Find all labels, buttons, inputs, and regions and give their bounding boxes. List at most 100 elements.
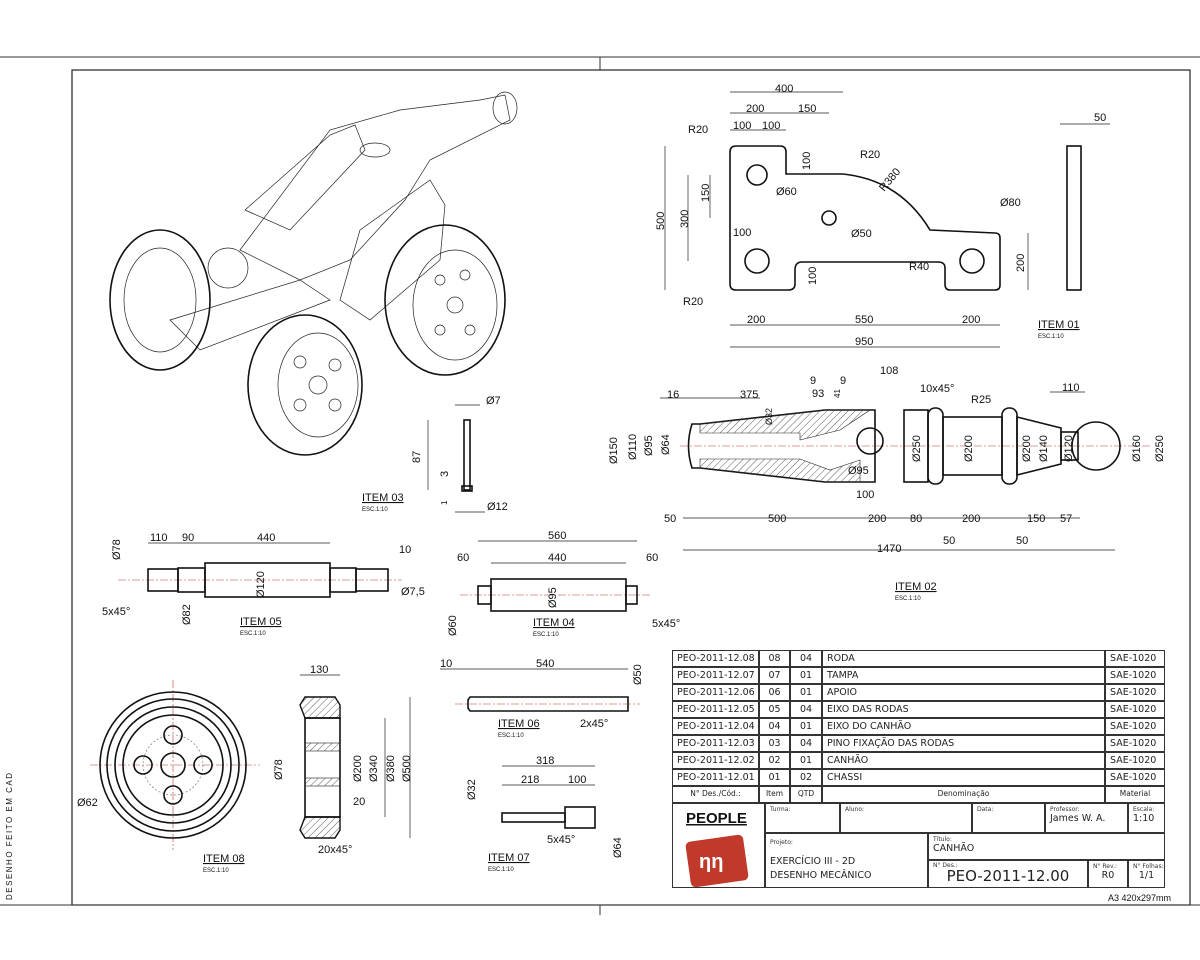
dim: Ø7,5 [401, 586, 425, 598]
dim: 57 [1060, 513, 1072, 525]
dim: Ø200 [352, 755, 364, 782]
dim: Ø120 [1063, 435, 1075, 462]
item-scale: ESC.1:10 [1038, 334, 1064, 340]
dim: Ø250 [1154, 435, 1166, 462]
dim: Ø32 [764, 408, 774, 425]
dim: 440 [548, 552, 566, 564]
item-label: ITEM 03 [362, 492, 404, 504]
logo-cell [672, 803, 765, 888]
cell-item: 05 [759, 701, 790, 718]
item-05-wheel-axle: 110 90 440 10 Ø78 Ø120 Ø7,5 5x45° Ø82 IT… [102, 532, 425, 637]
cell-codigo: PEO-2011-12.07 [672, 667, 759, 684]
dim: Ø140 [1038, 435, 1050, 462]
item-03-pin: Ø7 87 3 1 Ø12 ITEM 03 ESC.1:10 [362, 395, 508, 513]
cell-denominacao: EIXO DO CANHÃO [822, 718, 1105, 735]
cell-denominacao: EIXO DAS RODAS [822, 701, 1105, 718]
item-04-cannon-axle: 560 60 440 60 Ø95 Ø60 5x45° ITEM 04 ESC.… [447, 530, 680, 638]
dim: 150 [700, 184, 712, 202]
titulo-field: Título:CANHÃO [928, 833, 1165, 860]
dim: 200 [962, 314, 980, 326]
dim: 110 [150, 532, 168, 544]
item-02-cannon-barrel: 16 375 9 93 9 41 108 10x45° R25 110 Ø150… [608, 365, 1166, 602]
cell-qtd: 01 [790, 684, 822, 701]
cell-material: SAE-1020 [1105, 684, 1165, 701]
dim: Ø7 [486, 395, 501, 407]
dim: 540 [536, 658, 554, 670]
cell-material: SAE-1020 [1105, 667, 1165, 684]
cell-codigo: PEO-2011-12.04 [672, 718, 759, 735]
dim: Ø80 [1000, 197, 1021, 209]
dim: Ø50 [851, 228, 872, 240]
cell-codigo: PEO-2011-12.02 [672, 752, 759, 769]
cell-codigo: PEO-2011-12.06 [672, 684, 759, 701]
cell-material: SAE-1020 [1105, 718, 1165, 735]
cell-denominacao: RODA [822, 650, 1105, 667]
item-label: ITEM 01 [1038, 319, 1080, 331]
dim: 87 [411, 451, 423, 463]
cell-material: SAE-1020 [1105, 769, 1165, 786]
cell-qtd: 04 [790, 650, 822, 667]
dim: 318 [536, 755, 554, 767]
dim: R20 [688, 124, 708, 136]
dim: 440 [257, 532, 275, 544]
dim: 100 [801, 152, 813, 170]
dim: 2x45° [580, 718, 608, 730]
dim: 375 [740, 389, 758, 401]
item-scale: ESC.1:10 [362, 507, 388, 513]
item-scale: ESC.1:10 [533, 632, 559, 638]
cell-material: SAE-1020 [1105, 752, 1165, 769]
professor-field: Professor:James W. A. [1045, 803, 1128, 833]
dim: 150 [798, 103, 816, 115]
dim: 5x45° [547, 834, 575, 846]
dim: 100 [733, 120, 751, 132]
cell-codigo: PEO-2011-12.08 [672, 650, 759, 667]
cell-item: 06 [759, 684, 790, 701]
dim: R40 [909, 261, 929, 273]
dim: 100 [568, 774, 586, 786]
cell-qtd: 02 [790, 769, 822, 786]
dim: 400 [775, 83, 793, 95]
cell-qtd: 01 [790, 752, 822, 769]
dim: Ø160 [1131, 435, 1143, 462]
numero-desenho-field: N° Des.:PEO-2011-12.00 [928, 860, 1088, 888]
cell-item: 07 [759, 667, 790, 684]
dim: Ø200 [1021, 435, 1033, 462]
dim: 560 [548, 530, 566, 542]
cell-qtd: 04 [790, 701, 822, 718]
dim: Ø150 [608, 437, 620, 464]
dim: 3 [439, 471, 451, 477]
item-label: ITEM 04 [533, 617, 575, 629]
dim: Ø64 [660, 434, 672, 455]
item-label: ITEM 05 [240, 616, 282, 628]
cell-item: 03 [759, 735, 790, 752]
dim: Ø78 [273, 759, 285, 780]
cell-denominacao: CANHÃO [822, 752, 1105, 769]
dim: Ø500 [401, 755, 413, 782]
header-item: Item [759, 786, 790, 803]
dim: Ø82 [181, 604, 193, 625]
header-codigo: N° Des./Cód.: [672, 786, 759, 803]
dim: Ø95 [643, 435, 655, 456]
dim: Ø64 [612, 837, 624, 858]
dim: 110 [1062, 382, 1080, 394]
turma-field: Turma: [765, 803, 840, 833]
dim: 200 [868, 513, 886, 525]
dim: 16 [667, 389, 679, 401]
dim: 80 [910, 513, 922, 525]
dim: 100 [807, 267, 819, 285]
dim: Ø95 [547, 587, 559, 608]
cell-item: 04 [759, 718, 790, 735]
dim: 50 [664, 513, 676, 525]
dim: 93 [812, 388, 824, 400]
dim: 200 [962, 513, 980, 525]
item-scale: ESC.1:10 [895, 596, 921, 602]
dim: 100 [762, 120, 780, 132]
aluno-field: Aluno: [840, 803, 972, 833]
dim: 60 [646, 552, 658, 564]
header-qtd: QTD [790, 786, 822, 803]
dim: R20 [683, 296, 703, 308]
dim: 130 [310, 664, 328, 676]
